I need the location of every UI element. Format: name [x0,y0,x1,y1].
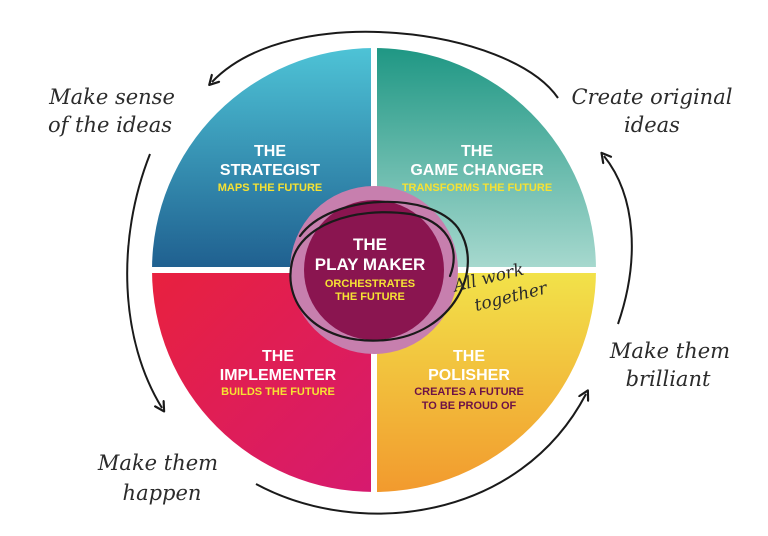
annotation-top-left-line1: Make sense [48,85,175,109]
arrow-bottom [255,394,586,515]
annotation-top-right-line1: Create original [572,85,733,109]
center-title-line2: PLAY MAKER [315,255,426,274]
strategist-title-line1: THE [254,143,286,160]
polisher-title-line2: POLISHER [428,367,510,384]
implementer-subtitle: BUILDS THE FUTURE [221,386,335,398]
polisher-title-line1: THE [453,348,485,365]
arrow-right [604,156,633,325]
annotation-bottom-left-line2: happen [123,481,202,505]
game-changer-subtitle: TRANSFORMS THE FUTURE [402,182,552,194]
annotation-top-left-line2: of the ideas [48,113,172,137]
polisher-subtitle-line1: CREATES A FUTURE [414,386,524,398]
annotation-bottom-right-line1: Make them [609,339,730,363]
game-changer-title-line2: GAME CHANGER [410,162,544,179]
game-changer-title-line1: THE [461,143,493,160]
center-subtitle-line2: THE FUTURE [335,291,405,303]
arrow-top [212,30,559,99]
strategist-title-line2: STRATEGIST [220,162,320,179]
annotation-bottom-right-line2: brilliant [626,367,711,391]
center-circle [304,200,444,340]
center-title-line1: THE [353,235,387,254]
implementer-title-line1: THE [262,348,294,365]
strategist-subtitle: MAPS THE FUTURE [218,182,323,194]
polisher-subtitle-line2: TO BE PROUD OF [422,400,517,412]
annotation-top-right-line2: ideas [624,113,680,137]
scribble-loop [289,200,469,342]
implementer-title-line2: IMPLEMENTER [220,367,337,384]
annotation-bottom-left-line1: Make them [97,451,218,475]
center-subtitle-line1: ORCHESTRATES [325,278,415,290]
arrow-left [126,153,162,408]
